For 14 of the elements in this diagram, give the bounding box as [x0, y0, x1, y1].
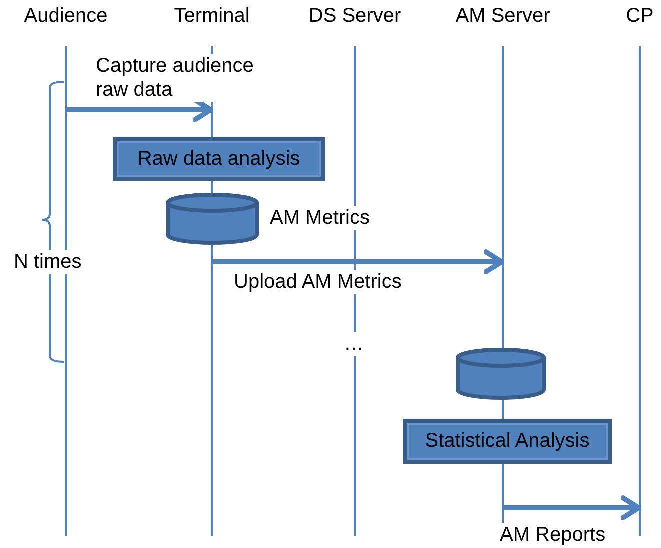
loop-label: N times [14, 250, 82, 274]
participant-label: DS Server [308, 4, 402, 28]
process-box: Statistical Analysis [403, 419, 612, 464]
arrow [504, 496, 642, 520]
participant-label: CP [625, 4, 655, 28]
edge-label: AM Reports [500, 523, 606, 547]
participant-label: Terminal [173, 4, 251, 28]
participant-label: AM Server [454, 4, 552, 28]
arrow [213, 250, 504, 274]
ellipsis-text: … [344, 332, 364, 356]
cylinder-caption: AM Metrics [270, 206, 370, 230]
edge-label: Upload AM Metrics [234, 270, 402, 294]
participant-label: Audience [23, 4, 109, 28]
process-box: Raw data analysis [113, 137, 325, 181]
